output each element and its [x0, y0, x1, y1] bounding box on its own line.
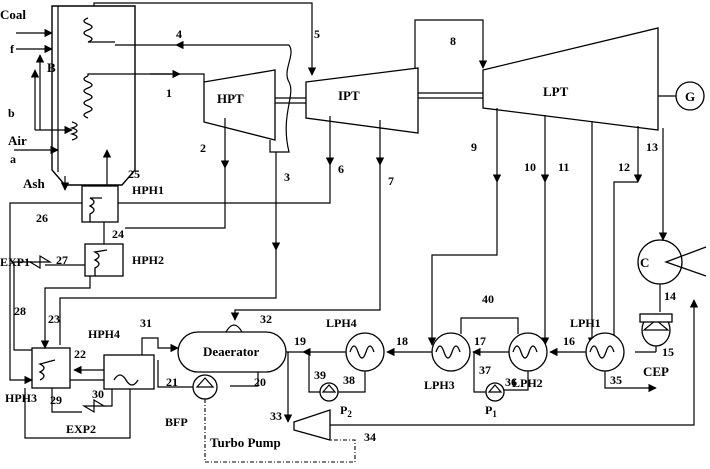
ash-label: Ash	[23, 176, 45, 191]
stream-36: 36	[505, 375, 517, 389]
condensate-extraction-pump	[639, 313, 673, 347]
p1-label: P1	[485, 403, 497, 419]
stream-25: 25	[128, 167, 140, 181]
stream-6: 6	[338, 162, 344, 176]
lph3-heater	[431, 332, 471, 372]
p2-label: P2	[340, 403, 352, 419]
stream-9: 9	[471, 140, 477, 154]
stream-24: 24	[112, 227, 124, 241]
turbo-pump	[293, 409, 331, 441]
hph4-label: HPH4	[88, 327, 120, 341]
hpt-label: HPT	[217, 91, 244, 106]
generator	[675, 81, 705, 111]
f-label: f	[10, 42, 15, 56]
stream-17: 17	[474, 334, 486, 348]
stream-30: 30	[92, 387, 104, 401]
boiler-feed-pump	[192, 374, 218, 400]
stream-38: 38	[343, 373, 355, 387]
stream-31: 31	[140, 316, 152, 330]
stream-33: 33	[270, 409, 282, 423]
stream-11: 11	[558, 160, 569, 174]
stream-12: 12	[618, 160, 630, 174]
stream-10: 10	[524, 160, 536, 174]
stream-35: 35	[610, 373, 622, 387]
stream-15: 15	[662, 345, 674, 359]
a-label: a	[10, 152, 16, 166]
hph3-label: HPH3	[5, 391, 37, 405]
stream-28: 28	[14, 304, 26, 318]
generator-label: G	[685, 89, 695, 104]
stream-2: 2	[200, 141, 206, 155]
stream-34: 34	[364, 430, 376, 444]
lph4-label: LPH4	[326, 316, 357, 330]
bfp-label: BFP	[165, 415, 188, 429]
stream-22: 22	[74, 347, 86, 361]
exp2-label: EXP2	[66, 422, 96, 436]
stream-32: 32	[260, 312, 272, 326]
lph3-label: LPH3	[424, 378, 455, 392]
stream-14: 14	[664, 289, 676, 303]
condenser-label: C	[640, 255, 649, 270]
turbo-pump-label: Turbo Pump	[210, 435, 281, 450]
stream-7: 7	[388, 174, 394, 188]
stream-16: 16	[563, 334, 575, 348]
lph2-heater	[508, 332, 548, 372]
stream-18: 18	[396, 334, 408, 348]
stream-20: 20	[254, 375, 266, 389]
pump-p1	[485, 382, 505, 402]
pump-p2	[319, 382, 339, 402]
stream-23: 23	[48, 312, 60, 326]
lph1-heater	[585, 332, 625, 372]
stream-39: 39	[314, 368, 326, 382]
air-preheater-coil	[69, 121, 78, 141]
stream-40: 40	[482, 292, 494, 306]
hph1-label: HPH1	[132, 183, 164, 197]
lp-turbine	[482, 27, 659, 131]
superheater-coil	[83, 17, 115, 43]
stream-26: 26	[36, 211, 48, 225]
reheater-coil	[83, 75, 93, 119]
stream-4: 4	[176, 27, 182, 41]
hph2-heater	[84, 243, 124, 277]
stream-37: 37	[479, 363, 491, 377]
air-label: Air	[8, 133, 27, 148]
exp1-label: EXP1	[0, 255, 30, 269]
hph4-heater	[103, 354, 155, 390]
hp-turbine	[203, 69, 276, 141]
stream-27: 27	[56, 253, 68, 267]
stream-1: 1	[166, 86, 172, 100]
hph3-heater	[31, 347, 71, 389]
stream-13: 13	[646, 140, 658, 154]
b-label: b	[8, 106, 15, 120]
stream-19: 19	[294, 334, 306, 348]
ip-turbine	[305, 67, 419, 134]
ipt-label: IPT	[338, 88, 360, 103]
boiler	[51, 5, 136, 186]
lpt-label: LPT	[543, 84, 569, 99]
stream-29: 29	[50, 393, 62, 407]
stream-8: 8	[450, 34, 456, 48]
cep-label: CEP	[643, 364, 669, 379]
lph4-heater	[345, 332, 385, 372]
lph2-label: LPH2	[512, 376, 543, 390]
lph1-label: LPH1	[570, 316, 601, 330]
hph2-label: HPH2	[132, 253, 164, 267]
coal-label: Coal	[0, 7, 26, 22]
hph1-heater	[81, 185, 119, 223]
stream-21: 21	[166, 375, 178, 389]
boiler-label: B	[47, 60, 56, 75]
deaerator-label: Deaerator	[203, 344, 260, 359]
stream-5: 5	[314, 27, 320, 41]
stream-3: 3	[284, 170, 290, 184]
